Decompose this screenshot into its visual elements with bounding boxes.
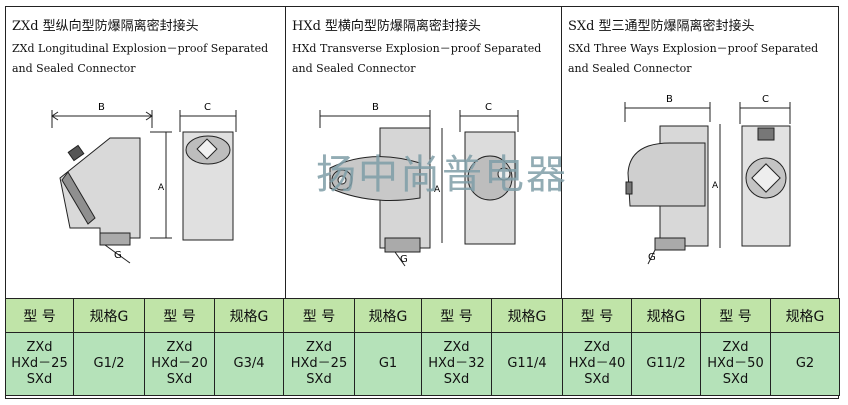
hxd-drawing: B C A G <box>310 88 550 268</box>
spec-cell: G11/4 <box>491 332 563 396</box>
header-spec: 规格G <box>491 298 563 333</box>
sxd-drawing: B C A G <box>600 88 830 268</box>
spec-cell: G2 <box>770 332 840 396</box>
header-model: 型 号 <box>421 298 492 333</box>
dim-c-label: C <box>762 94 769 105</box>
dim-a-label: A <box>712 181 719 191</box>
header-model: 型 号 <box>700 298 771 333</box>
dim-a-label: A <box>158 183 165 193</box>
dim-b-label: B <box>98 102 105 113</box>
spec-cell: G3/4 <box>214 332 284 396</box>
table-header-row: 型 号 规格G 型 号 规格G 型 号 规格G 型 号 规格G 型 号 规格G … <box>5 298 840 333</box>
header-spec: 规格G <box>354 298 422 333</box>
header-model: 型 号 <box>562 298 632 333</box>
dim-b-label: B <box>666 94 673 105</box>
dim-b-label: B <box>372 102 379 113</box>
catalog-frame <box>5 6 839 399</box>
dim-c-label: C <box>485 102 492 113</box>
panel-divider <box>285 6 286 298</box>
header-spec: 规格G <box>631 298 701 333</box>
panel-title-en: HXd Transverse Explosion－proof Separated… <box>292 42 542 75</box>
header-spec: 规格G <box>214 298 284 333</box>
zxd-drawing: B C A G <box>40 88 260 268</box>
panel-title-en: ZXd Longitudinal Explosion－proof Separat… <box>12 42 269 75</box>
header-spec: 规格G <box>770 298 840 333</box>
dim-g-label: G <box>648 252 656 263</box>
dim-c-label: C <box>204 102 211 113</box>
header-model: 型 号 <box>5 298 74 333</box>
spec-cell: G1/2 <box>73 332 145 396</box>
panel-title-en: SXd Three Ways Explosion－proof Separated… <box>568 42 819 75</box>
spec-cell: G11/2 <box>631 332 701 396</box>
panel-divider <box>561 6 562 298</box>
watermark-text: 扬中尚普电器 <box>316 152 568 198</box>
spec-table: 型 号 规格G 型 号 规格G 型 号 规格G 型 号 规格G 型 号 规格G … <box>5 298 840 396</box>
dim-a-label: A <box>434 185 441 195</box>
header-model: 型 号 <box>283 298 355 333</box>
dim-g-label: G <box>400 254 408 265</box>
dim-g-label: G <box>114 250 122 261</box>
header-spec: 规格G <box>73 298 145 333</box>
header-model: 型 号 <box>144 298 215 333</box>
spec-cell: G1 <box>354 332 422 396</box>
